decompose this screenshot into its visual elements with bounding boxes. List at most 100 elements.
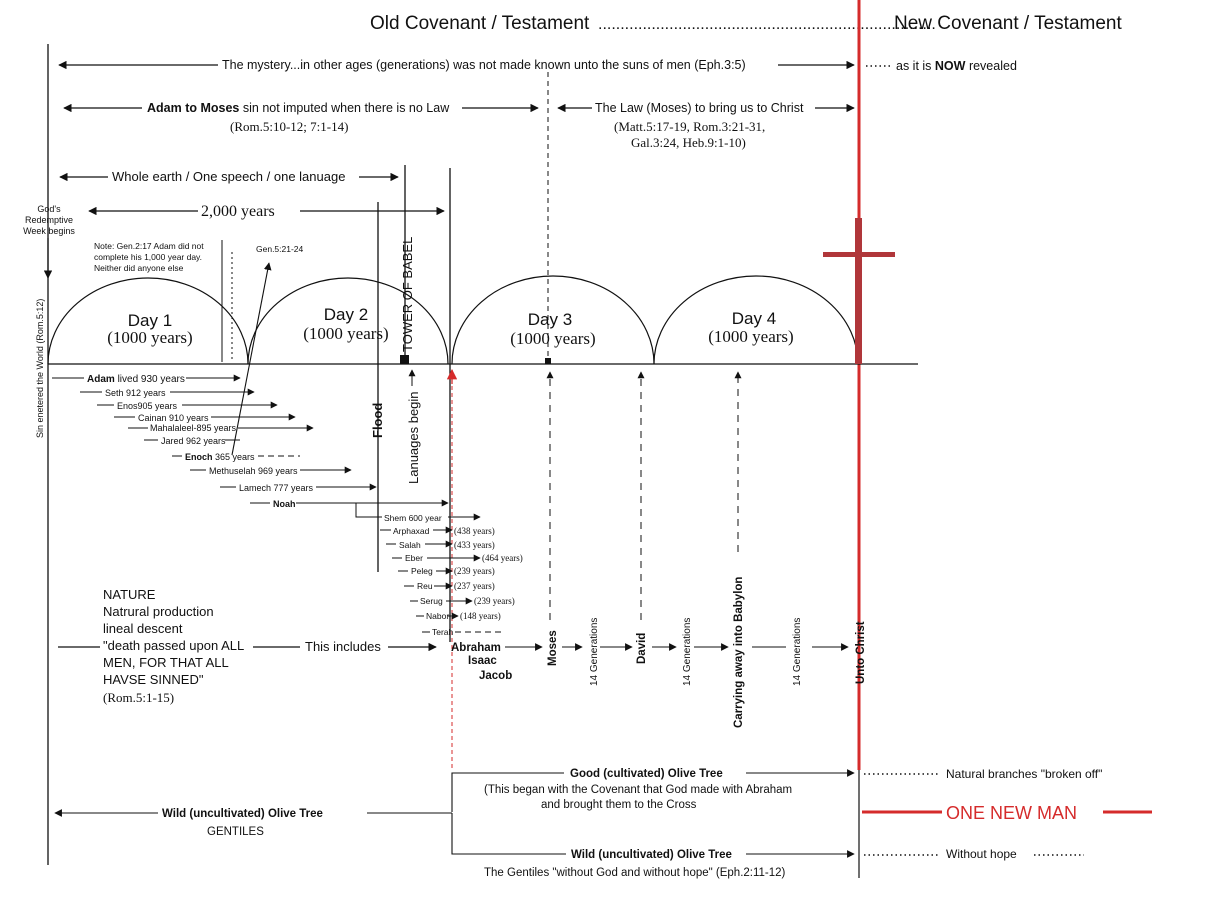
patriarch-mahalaleel: Mahalaleel-895 years (150, 423, 237, 433)
one-new-man-text: ONE NEW MAN (946, 803, 1077, 823)
note-line-1: Note: Gen.2:17 Adam did not (94, 241, 204, 251)
gen-ref: Gen.5:21-24 (256, 244, 304, 254)
redemptive-line-3: Week begins (23, 226, 75, 236)
reu-years: (237 years) (454, 581, 495, 591)
this-includes-text: This includes (305, 639, 381, 654)
peleg-years: (239 years) (454, 566, 495, 576)
day-3-name: Day 3 (528, 310, 572, 329)
peleg-name: Peleg (411, 566, 433, 576)
whole-earth-text: Whole earth / One speech / one lanuage (112, 169, 345, 184)
gen14-label-3: 14 Generations (792, 618, 803, 686)
day-3-years: (1000 years) (510, 329, 595, 348)
day-2-years: (1000 years) (303, 324, 388, 343)
flood-label: Flood (370, 403, 385, 438)
arphaxad-name: Arphaxad (393, 526, 430, 536)
gentiles-quote-text: The Gentiles "without God and without ho… (484, 867, 786, 879)
serug-name: Serug (420, 596, 443, 606)
good-olive-desc-2: and brought them to the Cross (541, 799, 697, 811)
wild-olive-left-text: Wild (uncultivated) Olive Tree (162, 808, 323, 820)
cross-icon (855, 218, 862, 364)
adam-moses-ref: (Rom.5:10-12; 7:1-14) (230, 119, 348, 134)
gen14-label-2: 14 Generations (682, 618, 693, 686)
patriarch-jared: Jared 962 years (161, 436, 226, 446)
patriarch-enoch: Enoch 365 years (185, 452, 255, 462)
nature-line-3: lineal descent (103, 621, 183, 636)
nature-line-2: Natrural production (103, 604, 214, 619)
nature-line-1: NATURE (103, 587, 156, 602)
gentiles-text: GENTILES (207, 826, 264, 838)
languages-label: Lanuages begin (406, 391, 421, 484)
shem-connector (355, 503, 382, 518)
wild-olive-right-text: Wild (uncultivated) Olive Tree (571, 849, 732, 861)
nature-line-4: "death passed upon ALL (103, 638, 244, 653)
eber-name: Eber (405, 553, 423, 563)
abraham-name: Abraham (451, 642, 501, 654)
two-thousand-text: 2,000 years (201, 203, 275, 220)
natural-branches-text: Natural branches "broken off" (946, 767, 1102, 781)
nature-line-5: MEN, FOR THAT ALL (103, 655, 229, 670)
patriarch-seth: Seth 912 years (105, 388, 166, 398)
nature-line-6: HAVSE SINNED" (103, 672, 204, 687)
sin-entered-label: Sin enetered the World (Rom.5:12) (35, 299, 45, 438)
nabor-years: (148 years) (460, 611, 501, 621)
note-line-3: Neither did anyone else (94, 263, 184, 273)
day-3-arc (451, 275, 655, 365)
patriarchs-list: Adam lived 930 years Seth 912 years Enos… (52, 374, 449, 509)
david-label: David (636, 633, 648, 664)
day-1-arc (47, 277, 249, 365)
header-dots: ........................................… (598, 16, 936, 33)
patriarch-enos: Enos905 years (117, 401, 178, 411)
good-olive-bracket (451, 772, 564, 812)
gen14-label-1: 14 Generations (589, 618, 600, 686)
day-1-name: Day 1 (128, 311, 172, 330)
good-olive-desc-1: (This began with the Covenant that God m… (484, 784, 792, 796)
day-4-years: (1000 years) (708, 327, 793, 346)
new-covenant-title: New Covenant / Testament (894, 13, 1122, 34)
old-covenant-title: Old Covenant / Testament (370, 13, 590, 34)
without-hope-text: Without hope (946, 847, 1017, 861)
day-2-arc (247, 277, 449, 365)
note-line-2: complete his 1,000 year day. (94, 252, 202, 262)
law-ref-1: (Matt.5:17-19, Rom.3:21-31, (614, 119, 765, 134)
patriarch-lamech: Lamech 777 years (239, 483, 314, 493)
moses-label: Moses (547, 630, 559, 666)
eber-years: (464 years) (482, 553, 523, 563)
post-flood-shem: Shem 600 year (384, 513, 442, 523)
cross-bar (823, 252, 895, 257)
patriarch-noah: Noah (273, 499, 296, 509)
tower-of-babel-label: TOWER OF BABEL (400, 237, 415, 352)
day-4-arc (653, 275, 859, 365)
day-1-years: (1000 years) (107, 328, 192, 347)
adam-moses-text: Adam to Moses sin not imputed when there… (147, 101, 450, 115)
reu-name: Reu (417, 581, 433, 591)
revealed-text: as it is NOW revealed (896, 59, 1017, 73)
patriarch-methuselah: Methuselah 969 years (209, 466, 298, 476)
wild-olive-right-bracket (451, 813, 566, 855)
redemptive-line-2: Redemptive (25, 215, 73, 225)
post-flood-list: Shem 600 year Arphaxad (438 years) Salah… (355, 503, 523, 637)
serug-years: (239 years) (474, 596, 515, 606)
terah-name: Terah (432, 627, 454, 637)
moses-marker (545, 358, 551, 364)
patriarch-adam: Adam lived 930 years (87, 374, 185, 385)
good-olive-text: Good (cultivated) Olive Tree (570, 768, 723, 780)
patriarch-cainan: Cainan 910 years (138, 413, 209, 423)
redemptive-line-1: God's (37, 204, 61, 214)
law-ref-2: Gal.3:24, Heb.9:1-10) (631, 135, 746, 150)
mystery-text: The mystery...in other ages (generations… (222, 58, 746, 72)
unto-christ-label: Unto Christ (855, 621, 867, 684)
day-4-name: Day 4 (732, 309, 776, 328)
jacob-name: Jacob (479, 670, 512, 682)
babylon-label: Carrying away into Babylon (733, 577, 745, 728)
nature-ref: (Rom.5:1-15) (103, 690, 174, 705)
salah-years: (433 years) (454, 540, 495, 550)
day-2-name: Day 2 (324, 305, 368, 324)
gen-ref-arrow (231, 262, 272, 456)
isaac-name: Isaac (468, 655, 497, 667)
tower-marker (400, 355, 409, 364)
salah-name: Salah (399, 540, 421, 550)
arphaxad-years: (438 years) (454, 526, 495, 536)
law-text: The Law (Moses) to bring us to Christ (595, 101, 804, 115)
